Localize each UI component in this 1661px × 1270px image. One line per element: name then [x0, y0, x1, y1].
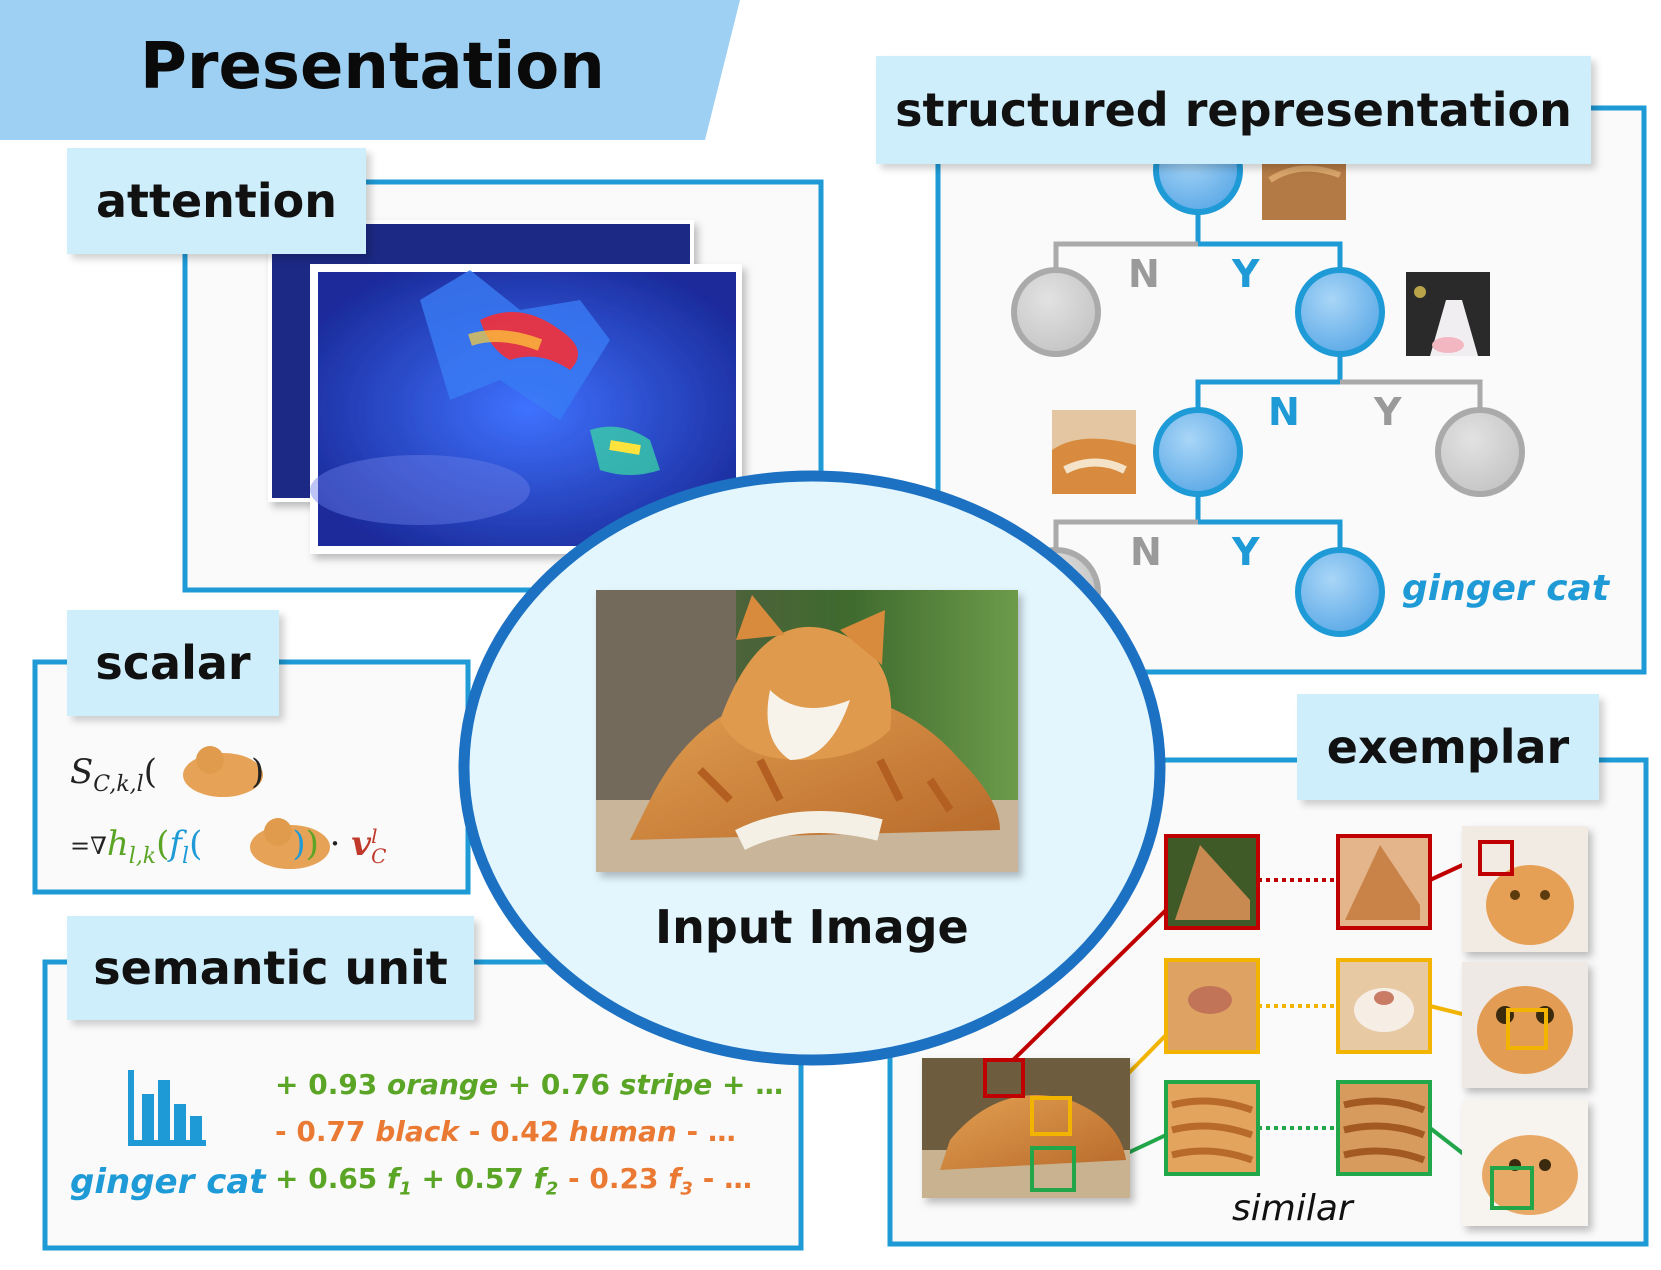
semantic-line-1-b: orange — [387, 1068, 498, 1101]
semantic-line-3-c: + 0.57 — [411, 1162, 534, 1195]
tree-leaf-label: ginger cat — [1402, 568, 1610, 609]
scalar-paren-close-2: ) — [305, 824, 319, 864]
semantic-class-label: ginger cat — [70, 1162, 266, 1202]
semantic-line-1-a: + 0.93 — [275, 1068, 388, 1101]
exemplar-caption: similar — [1232, 1188, 1353, 1229]
semantic-line-1-e: + … — [712, 1068, 784, 1101]
scalar-s-subscript: C,k,l — [93, 771, 144, 797]
semantic-line-1: + 0.93 orange + 0.76 stripe + … — [275, 1068, 783, 1101]
semantic-line-3: + 0.65 f1 + 0.57 f2 - 0.23 f3 - … — [275, 1162, 752, 1200]
semantic-line-3-a: + 0.65 — [275, 1162, 388, 1195]
exemplar-patch-stripe-2 — [1336, 1080, 1432, 1176]
exemplar-kitten-photo-1 — [1462, 826, 1588, 952]
tree-patch-paw — [1052, 410, 1136, 494]
scalar-f-subscript: l — [182, 843, 190, 869]
exemplar-kitten-photo-3 — [1462, 1100, 1588, 1226]
semantic-unit-label: semantic unit — [67, 916, 474, 1020]
exemplar-kitten-photo-2 — [1462, 962, 1588, 1088]
semantic-line-1-d: stripe — [619, 1068, 713, 1101]
scalar-paren-open-2: ( — [156, 824, 170, 864]
semantic-line-3-b: f — [387, 1162, 400, 1195]
bar-chart-icon — [128, 1070, 206, 1146]
exemplar-patch-nose-1 — [1164, 958, 1260, 1054]
scalar-dot: · — [318, 824, 352, 864]
scalar-paren-open-1: ( — [143, 752, 157, 792]
tree-edge-label-no-3: N — [1130, 530, 1162, 574]
scalar-nabla: =∇ — [70, 832, 107, 860]
scalar-equation-line-1: SC,k,l() — [70, 752, 264, 797]
exemplar-source-image — [922, 1058, 1130, 1198]
structured-representation-label: structured representation — [876, 56, 1591, 164]
semantic-line-3-f-sub: 3 — [680, 1178, 693, 1200]
scalar-paren-close-1: ) — [250, 752, 265, 792]
scalar-v-superscript: l — [371, 824, 378, 848]
exemplar-patch-stripe-1 — [1164, 1080, 1260, 1176]
scalar-h-symbol: h — [106, 824, 129, 864]
exemplar-patch-nose-2 — [1336, 958, 1432, 1054]
tree-edges — [1053, 200, 1483, 548]
semantic-line-3-b-sub: 1 — [399, 1178, 412, 1200]
semantic-line-3-d: f — [533, 1162, 546, 1195]
attention-label: attention — [67, 148, 366, 254]
tree-node-no-2 — [1153, 407, 1243, 497]
page-title: Presentation — [140, 30, 605, 104]
semantic-line-3-d-sub: 2 — [545, 1178, 559, 1200]
tree-edge-label-yes-3: Y — [1232, 530, 1260, 574]
scalar-cat-thumbnail-2 — [250, 818, 330, 869]
scalar-v-symbol: v — [351, 824, 372, 864]
exemplar-patch-ear-2 — [1336, 834, 1432, 930]
scalar-f-symbol: f — [169, 824, 183, 864]
semantic-line-2-b: black — [375, 1115, 459, 1148]
scalar-paren-close-3: ) — [292, 824, 306, 864]
tree-edge-label-yes-2: Y — [1374, 390, 1402, 434]
exemplar-patch-ear-1 — [1164, 834, 1260, 930]
tree-leaf-node — [1295, 547, 1385, 637]
tree-edge-label-no-2: N — [1268, 390, 1300, 434]
semantic-line-1-c: + 0.76 — [497, 1068, 620, 1101]
input-image-label: Input Image — [655, 900, 969, 954]
tree-edge-label-yes-1: Y — [1232, 252, 1260, 296]
scalar-cat-thumbnail-1 — [183, 746, 263, 797]
scalar-s-symbol: S — [70, 752, 94, 792]
tree-patch-black-white — [1406, 272, 1490, 356]
scalar-label: scalar — [67, 610, 279, 716]
tree-edge-label-no-1: N — [1128, 252, 1160, 296]
semantic-line-2-a: - 0.77 — [275, 1115, 376, 1148]
input-image — [596, 590, 1018, 872]
tree-node-no-1 — [1011, 267, 1101, 357]
semantic-line-2-d: human — [568, 1115, 677, 1148]
semantic-line-3-g: - … — [692, 1162, 753, 1195]
semantic-line-3-e: - 0.23 — [558, 1162, 669, 1195]
tree-node-yes-1 — [1295, 267, 1385, 357]
scalar-h-subscript: l,k — [128, 843, 157, 869]
exemplar-label: exemplar — [1297, 694, 1599, 800]
semantic-line-3-f: f — [668, 1162, 681, 1195]
scalar-v-subscript: C — [371, 844, 387, 868]
tree-node-yes-2 — [1435, 407, 1525, 497]
semantic-line-2-e: - … — [676, 1115, 736, 1148]
semantic-line-2: - 0.77 black - 0.42 human - … — [275, 1115, 736, 1148]
scalar-paren-open-3: ( — [189, 824, 203, 864]
title-banner — [0, 0, 740, 140]
semantic-line-2-c: - 0.42 — [458, 1115, 569, 1148]
